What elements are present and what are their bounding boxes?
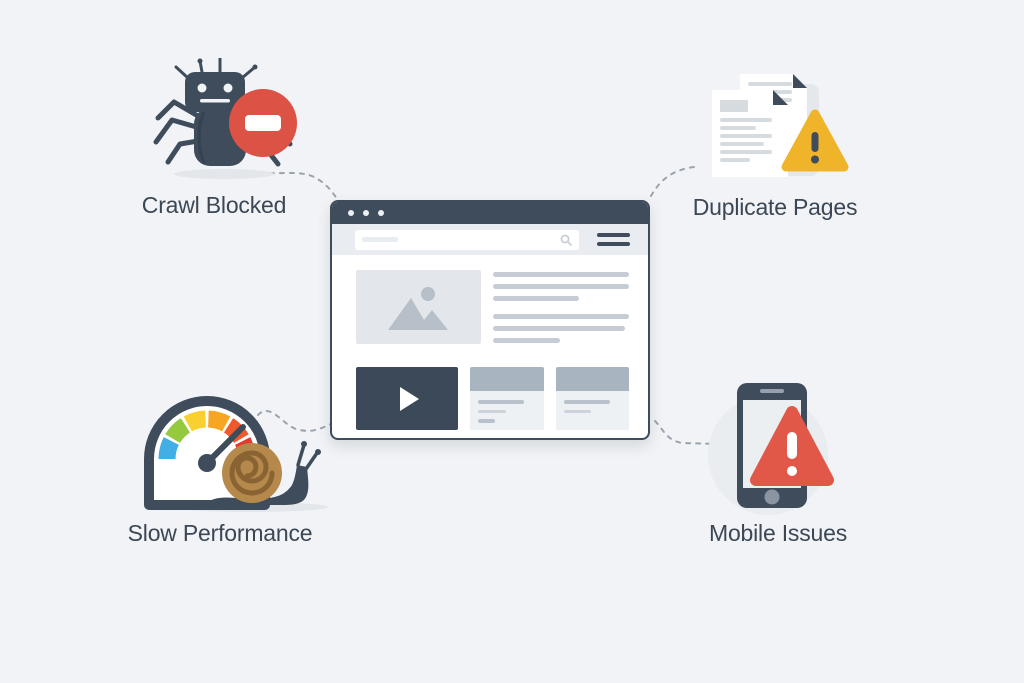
menu-bar xyxy=(597,233,630,237)
text-line-placeholder xyxy=(493,284,629,289)
text-line-placeholder xyxy=(493,338,560,343)
card-body xyxy=(470,391,544,423)
browser-titlebar xyxy=(332,202,648,224)
text-line-placeholder xyxy=(478,419,496,423)
duplicate-documents-warning-icon xyxy=(712,74,849,177)
warning-triangle-icon xyxy=(781,109,849,172)
node-label-crawl-blocked: Crawl Blocked xyxy=(141,192,287,218)
connector-duplicate-pages xyxy=(650,166,695,197)
menu-icon xyxy=(597,233,630,246)
text-line-placeholder xyxy=(563,400,610,404)
text-line-placeholder xyxy=(493,296,579,301)
text-line-placeholder xyxy=(493,326,625,331)
play-icon xyxy=(400,386,419,411)
text-line-placeholder xyxy=(493,314,629,319)
hero-section xyxy=(356,270,629,350)
search-icon xyxy=(560,234,572,246)
titlebar-dot xyxy=(348,210,354,216)
text-line-placeholder xyxy=(478,410,506,413)
node-slow-performance xyxy=(140,393,330,515)
connector-crawl-blocked xyxy=(239,170,339,201)
article-card xyxy=(470,367,544,430)
alert-triangle-icon xyxy=(750,406,834,486)
card-body xyxy=(556,391,630,413)
menu-bar xyxy=(597,242,630,246)
node-label-slow-performance: Slow Performance xyxy=(127,520,313,546)
card-thumbnail-placeholder xyxy=(555,367,629,391)
browser-content xyxy=(332,255,648,430)
connector-mobile-issues xyxy=(654,420,723,445)
text-line-placeholder xyxy=(563,410,592,413)
browser-window-mockup xyxy=(330,200,650,440)
node-label-duplicate-pages: Duplicate Pages xyxy=(692,194,858,220)
bottom-section xyxy=(356,367,629,430)
robot-crawler-blocked-icon xyxy=(153,56,297,179)
node-duplicate-pages xyxy=(697,60,852,185)
browser-toolbar xyxy=(332,224,648,255)
speedometer-snail-icon xyxy=(144,396,328,512)
connector-slow-performance xyxy=(257,410,334,432)
text-line-placeholder xyxy=(493,272,629,277)
titlebar-dot xyxy=(378,210,384,216)
node-label-mobile-issues: Mobile Issues xyxy=(708,520,848,546)
snail-icon xyxy=(204,441,321,505)
mountains-icon xyxy=(387,287,448,330)
video-player-placeholder xyxy=(356,367,458,430)
node-crawl-blocked xyxy=(150,56,325,188)
image-placeholder xyxy=(356,270,481,344)
paragraph-lines xyxy=(493,270,629,350)
smartphone-warning-icon xyxy=(708,383,834,515)
blocked-sign-icon xyxy=(229,89,297,157)
article-card xyxy=(555,367,630,430)
search-bar xyxy=(355,229,579,250)
titlebar-dot xyxy=(363,210,369,216)
card-thumbnail-placeholder xyxy=(470,367,544,391)
search-placeholder-text xyxy=(362,237,398,242)
text-line-placeholder xyxy=(478,400,524,404)
node-mobile-issues xyxy=(700,370,850,520)
